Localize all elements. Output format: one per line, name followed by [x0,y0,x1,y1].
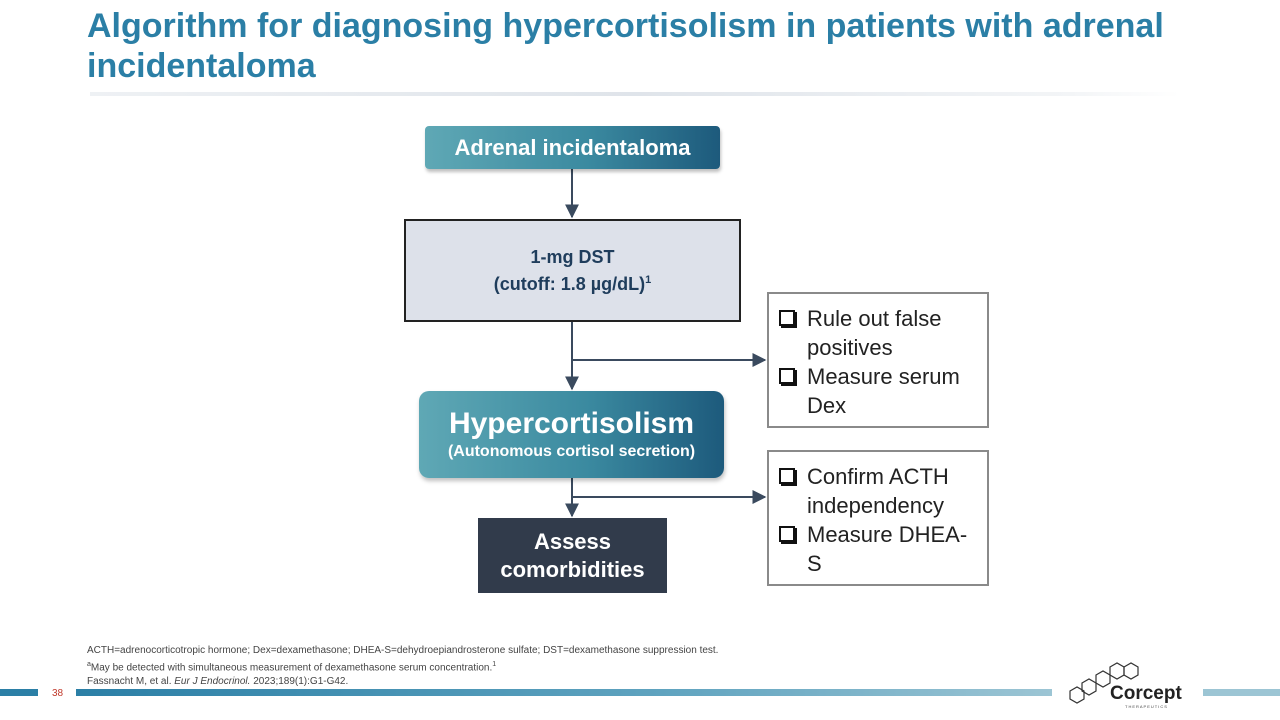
dst-ref: 1 [645,273,652,286]
dst-cutoff: (cutoff: 1.8 µg/dL) [493,273,646,294]
assess-comorbidities-box: Assess comorbidities [478,518,667,593]
hyper-subtitle: (Autonomous cortisol secretion) [447,442,696,460]
abbreviations-note: ACTH=adrenocorticotropic hormone; Dex=de… [87,645,719,656]
checkbox-icon [779,526,795,542]
dex-note: aMay be detected with simultaneous measu… [87,658,987,675]
hyper-title: Hypercortisolism [448,406,695,440]
ref-authors: Fassnacht M, et al. [87,676,175,688]
checklist-item-label: Confirm ACTH independency [807,464,949,518]
checklist-item-label: Measure DHEA-S [807,522,968,576]
page-title: Algorithm for diagnosing hypercortisolis… [87,7,1164,85]
checkbox-icon [779,468,795,484]
checklist-item-label: Measure serum Dex [807,364,960,418]
assess-label: Assess comorbidities [500,528,645,582]
title-divider [90,92,1180,96]
reference: Fassnacht M, et al. Eur J Endocrinol. 20… [87,675,987,689]
brand-tagline: THERAPEUTICS [1125,704,1168,709]
checklist-item-label: Rule out false positives [807,306,942,360]
ref-journal: Eur J Endocrinol. [174,676,251,688]
checkbox-icon [779,368,795,384]
brand-name: Corcept [1110,683,1182,704]
checkbox-icon [779,310,795,326]
page-number: 38 [52,688,64,699]
footnotes: ACTH=adrenocorticotropic hormone; Dex=de… [87,644,987,689]
checklist-item: Measure serum Dex [779,362,979,420]
checklist-acth: Confirm ACTH independency Measure DHEA-S [767,450,989,586]
ref-rest: 2023;189(1):G1-G42. [250,676,349,688]
dst-line1: 1-mg DST [530,246,615,267]
note-text: May be detected with simultaneous measur… [90,662,493,674]
dst-line2: (cutoff: 1.8 µg/dL)1 [494,271,651,298]
checklist-item: Confirm ACTH independency [779,462,979,520]
dst-box: 1-mg DST (cutoff: 1.8 µg/dL)1 [404,219,741,322]
checklist-item: Measure DHEA-S [779,520,979,578]
checklist-false-positives: Rule out false positives Measure serum D… [767,292,989,428]
note-ref: 1 [492,661,497,668]
start-label: Adrenal incidentaloma [454,134,691,160]
adrenal-incidentaloma-box: Adrenal incidentaloma [425,126,720,169]
note-marker: a [87,661,91,668]
footer-bar [76,689,1052,696]
corcept-logo-icon [1069,662,1139,704]
hypercortisolism-box: Hypercortisolism (Autonomous cortisol se… [419,391,724,478]
checklist-item: Rule out false positives [779,304,979,362]
footer-bar-right [1203,689,1280,696]
footer-bar-left [0,689,38,696]
